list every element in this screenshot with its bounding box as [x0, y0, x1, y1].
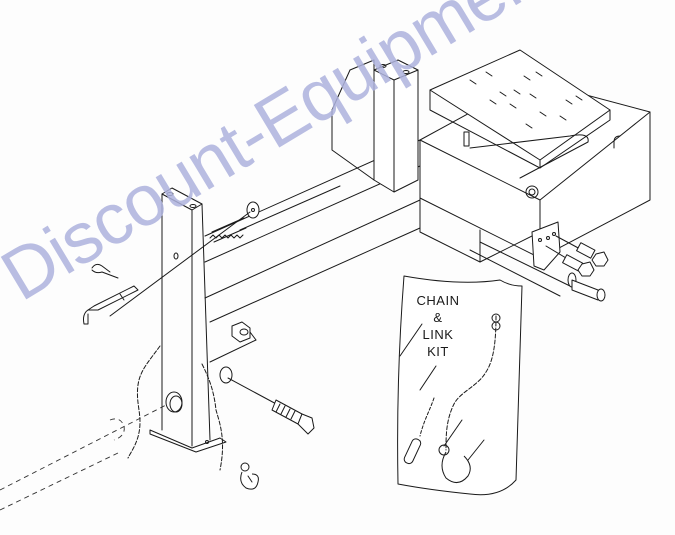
- beam-upright: [331, 59, 419, 193]
- hex-bolt-upper: [555, 235, 609, 267]
- cotter-pin: [91, 263, 119, 279]
- safety-chain-left: [127, 345, 161, 459]
- carriage-bolt: [219, 366, 315, 435]
- tray-slots: [469, 71, 583, 129]
- engine-tray: [419, 49, 651, 263]
- kit-callout-label: CHAIN & LINK KIT: [410, 292, 466, 360]
- hex-bolt-lower: [545, 245, 595, 277]
- chain-link-kit-bag: [397, 275, 523, 496]
- kit-label-line-2: &: [433, 310, 443, 325]
- hitch-pin: [83, 285, 139, 325]
- pin-axis-line: [109, 211, 251, 317]
- chain-hook: [240, 462, 259, 490]
- jack-stand-post: [149, 187, 227, 453]
- post-hole: [173, 252, 179, 260]
- safety-chain-right: [201, 363, 223, 471]
- axle-shaft: [469, 241, 606, 302]
- kit-label-line-4: KIT: [427, 344, 449, 359]
- washer: [246, 201, 260, 219]
- hex-nut: [209, 321, 257, 363]
- kit-label-line-3: LINK: [422, 327, 454, 342]
- tow-line-dashed: [0, 403, 169, 511]
- spring: [209, 217, 247, 243]
- kit-label-line-1: CHAIN: [416, 293, 460, 308]
